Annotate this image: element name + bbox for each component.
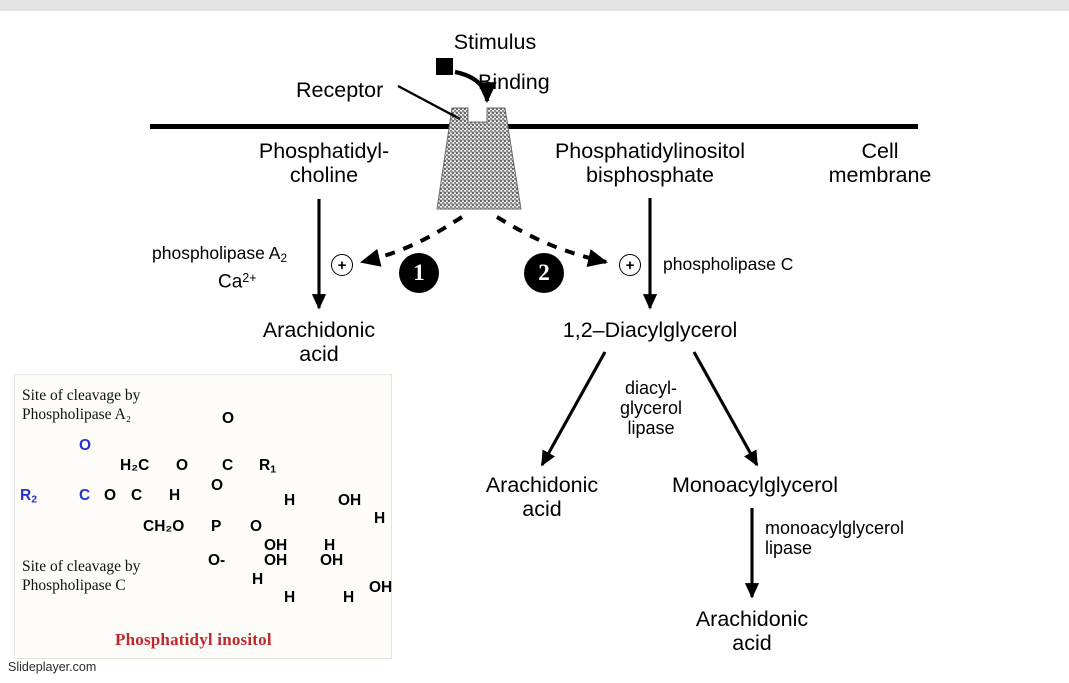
step-number-2: 2 (524, 253, 564, 293)
enzyme-a2-subscript: 2 (280, 250, 288, 265)
arrow-dag-to-aa (540, 351, 607, 467)
receptor-label: Receptor (296, 78, 384, 102)
ring-oh-right: OH (369, 579, 393, 596)
enzyme-phospholipase-a2: phospholipase A2 (152, 243, 287, 265)
product-monoacylglycerol: Monoacylglycerol (671, 473, 839, 497)
atom-c-left: C (79, 487, 91, 504)
cofactor-calcium: Ca2+ (218, 271, 257, 294)
atom-o-phosphate-right: O (250, 518, 263, 535)
watermark: Slideplayer.com (8, 660, 97, 674)
receptor-shape (436, 107, 522, 210)
atom-o-minus: O- (208, 552, 226, 569)
ring-h-mid: H (324, 537, 336, 554)
activation-plus-left: + (331, 254, 353, 276)
ring-h-bottom-left: H (284, 589, 296, 606)
ring-oh-left-lower: OH (264, 552, 288, 569)
enzyme-diacylglycerol-lipase: diacyl- glycerol lipase (619, 378, 683, 439)
ring-h-left-down: H (252, 571, 264, 588)
atom-r1-subscript: 1 (270, 463, 277, 476)
substrate-phosphatidylcholine: Phosphatidyl- choline (258, 139, 390, 188)
enzyme-phospholipase-c: phospholipase C (663, 254, 794, 274)
atom-c-top: C (222, 457, 234, 474)
atom-o-left-double: O (79, 437, 92, 454)
cell-membrane-label: Cell membrane (828, 139, 932, 188)
caption-cleavage-phospholipase-c: Site of cleavage by Phospholipase C (22, 558, 141, 594)
top-gray-band (0, 0, 1069, 11)
atom-o-ester-left: O (104, 487, 117, 504)
phosphatidylinositol-inset-panel: Site of cleavage by Phospholipase A₂ Sit… (14, 374, 392, 659)
ring-h-top-left: H (284, 492, 296, 509)
cofactor-calcium-text: Ca (218, 271, 243, 293)
atom-ch2o: CH₂O (143, 518, 185, 535)
atom-c-center: C (131, 487, 143, 504)
atom-o-top: O (222, 410, 235, 427)
ring-h-right-top: H (374, 510, 386, 527)
atom-r2-subscript: 2 (31, 493, 38, 506)
enzyme-a2-text: phospholipase A (152, 243, 281, 263)
atom-h2c: H₂C (120, 457, 150, 474)
product-arachidonic-acid-left: Arachidonic acid (262, 318, 376, 367)
product-arachidonic-acid-final: Arachidonic acid (695, 607, 809, 656)
atom-h-center: H (169, 487, 181, 504)
activation-plus-right: + (619, 254, 641, 276)
stimulus-label: Stimulus (453, 30, 537, 54)
caption-cleavage-phospholipase-a2: Site of cleavage by Phospholipase A₂ (22, 387, 141, 423)
atom-o-phosphate-double: O (211, 477, 224, 494)
product-diacylglycerol: 1,2–Diacylglycerol (562, 318, 738, 342)
ring-oh-left-upper: OH (264, 537, 288, 554)
stimulus-marker (436, 58, 453, 75)
atom-r1-text: R (259, 457, 271, 474)
product-arachidonic-acid-branch: Arachidonic acid (485, 473, 599, 522)
atom-o-ester-top: O (176, 457, 189, 474)
atom-r2-text: R (20, 487, 32, 504)
receptor-leader-line (397, 84, 461, 121)
atom-phosphorus: P (211, 518, 222, 535)
atom-r1: R1 (259, 458, 276, 475)
enzyme-monoacylglycerol-lipase: monoacylglycerol lipase (765, 518, 905, 559)
atom-r2: R2 (20, 488, 37, 505)
cofactor-calcium-charge: 2+ (242, 271, 257, 285)
arrow-dag-to-mag (692, 351, 759, 467)
ring-oh-mid: OH (320, 552, 344, 569)
ring-oh-top-mid: OH (338, 492, 362, 509)
ring-h-bottom-right: H (343, 589, 355, 606)
binding-label: Binding (478, 70, 550, 94)
inset-title-phosphatidyl-inositol: Phosphatidyl inositol (115, 630, 272, 649)
substrate-pip2: Phosphatidylinositol bisphosphate (554, 139, 746, 188)
step-number-1: 1 (399, 253, 439, 293)
